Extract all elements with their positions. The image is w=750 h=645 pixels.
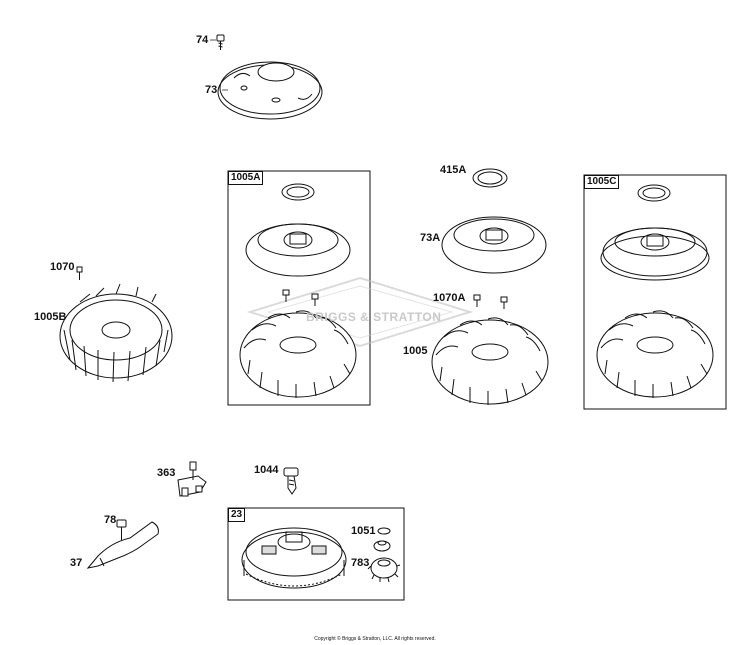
seal-1005c (637, 184, 671, 202)
screws-1005a (282, 289, 319, 306)
label-37: 37 (70, 557, 83, 569)
cover-1005a (245, 223, 351, 277)
bolt-1044 (283, 467, 299, 495)
label-363: 363 (157, 467, 176, 479)
nut-1051b (373, 540, 391, 552)
label-1044: 1044 (254, 464, 279, 476)
label-415a: 415A (440, 164, 467, 176)
label-1005: 1005 (403, 345, 428, 357)
fan-1005 (431, 317, 549, 405)
watermark-logo (246, 276, 474, 348)
box-label-23: 23 (228, 508, 246, 522)
seal-415a (472, 168, 508, 188)
label-78: 78 (104, 514, 117, 526)
label-1070: 1070 (50, 261, 75, 273)
shield-37 (86, 521, 159, 569)
label-73a: 73A (420, 232, 441, 244)
seal-1005a (281, 183, 315, 201)
screws-1070a (473, 294, 508, 309)
cover-73 (217, 61, 323, 120)
screw-74 (216, 34, 225, 50)
label-1051: 1051 (351, 525, 376, 537)
kit-box-23 (227, 507, 405, 601)
watermark-text: BRIGGS & STRATTON (306, 310, 442, 324)
fan-1005b (59, 283, 173, 383)
box-label-1005c: 1005C (584, 175, 620, 189)
label-783: 783 (351, 557, 370, 569)
fan-1005a (239, 310, 357, 398)
gear-783 (367, 557, 401, 583)
label-74: 74 (196, 34, 209, 46)
label-73: 73 (205, 84, 218, 96)
label-1070a: 1070A (433, 292, 466, 304)
screw-1070 (76, 266, 83, 280)
box-label-1005a: 1005A (228, 171, 264, 185)
copyright-notice: Copyright © Briggs & Stratton, LLC. All … (314, 636, 436, 642)
washer-1051 (377, 527, 391, 535)
fan-1005c (596, 310, 714, 398)
cover-1005c (600, 227, 710, 281)
bracket-363 (177, 461, 207, 497)
flywheel-23 (241, 527, 347, 589)
label-1005b: 1005B (34, 311, 67, 323)
kit-box-1005c (583, 174, 727, 410)
kit-box-1005a (227, 170, 371, 406)
cover-73a (441, 216, 547, 274)
screw-78 (116, 519, 127, 540)
